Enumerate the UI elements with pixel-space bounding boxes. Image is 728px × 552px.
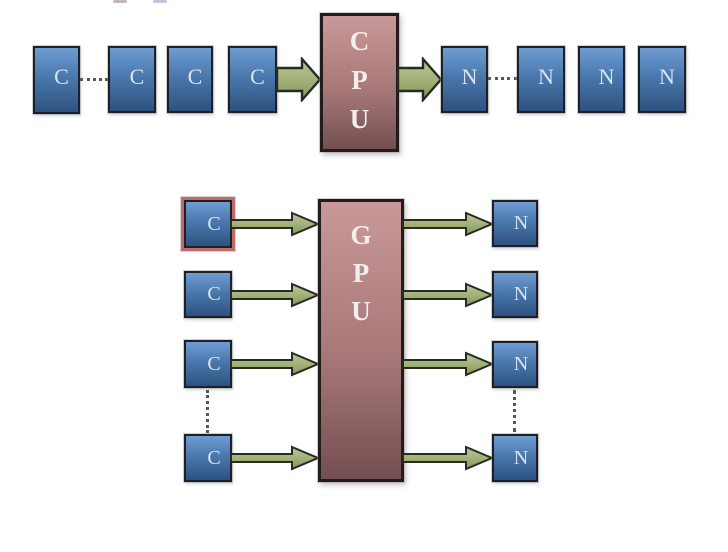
core-box-highlighted: C <box>184 200 232 248</box>
node-box-label: N <box>659 63 675 89</box>
core-box-label: C <box>207 446 221 469</box>
core-box-label: C <box>207 352 221 375</box>
core-box: C <box>184 434 232 482</box>
arrow-right-icon <box>402 351 494 377</box>
core-box-label: C <box>207 212 221 235</box>
cropped-text-artifact <box>153 0 167 3</box>
node-box: N <box>492 200 538 247</box>
cropped-text-artifact <box>113 0 127 3</box>
dotted-connector <box>206 390 209 433</box>
dotted-connector <box>80 78 108 81</box>
cpu-box: C P U <box>320 13 399 152</box>
arrow-right-icon <box>230 351 320 377</box>
arrow-right-icon <box>402 282 494 308</box>
node-box-label: N <box>461 63 478 89</box>
dotted-connector <box>513 390 516 432</box>
arrow-right-icon <box>230 282 320 308</box>
core-box: C <box>184 340 232 388</box>
core-box: C <box>228 46 277 113</box>
node-box: N <box>492 271 538 318</box>
gpu-letter: U <box>351 296 371 326</box>
node-box: N <box>441 46 488 113</box>
core-box-label: C <box>187 63 203 89</box>
core-box: C <box>167 46 213 113</box>
arrow-right-icon <box>402 445 494 471</box>
node-box-label: N <box>513 212 529 234</box>
node-box-label: N <box>513 353 529 375</box>
arrow-right-icon <box>397 57 443 102</box>
core-box-label: C <box>250 63 265 89</box>
node-box: N <box>578 46 625 113</box>
node-box-label: N <box>598 63 615 89</box>
dotted-connector <box>488 77 517 80</box>
core-box: C <box>184 271 232 318</box>
core-box-label: C <box>207 283 221 305</box>
gpu-letter: G <box>350 220 372 250</box>
arrow-right-icon <box>230 445 320 471</box>
node-box-label: N <box>538 63 554 89</box>
core-box: C <box>33 46 80 114</box>
node-box: N <box>517 46 565 113</box>
core-box: C <box>108 46 156 113</box>
gpu-letter: P <box>352 258 370 288</box>
cpu-letter: U <box>349 104 370 134</box>
node-box: N <box>492 341 538 388</box>
core-box-label: C <box>129 63 145 89</box>
node-box: N <box>638 46 686 113</box>
arrow-right-icon <box>276 57 322 102</box>
core-box-label: C <box>54 64 69 89</box>
node-box-label: N <box>513 446 529 469</box>
arrow-right-icon <box>402 211 494 237</box>
cpu-letter: P <box>351 65 368 95</box>
node-box: N <box>492 434 538 482</box>
arrow-right-icon <box>230 211 320 237</box>
cpu-letter: C <box>349 26 370 56</box>
gpu-box: G P U <box>318 199 404 482</box>
node-box-label: N <box>513 283 529 305</box>
